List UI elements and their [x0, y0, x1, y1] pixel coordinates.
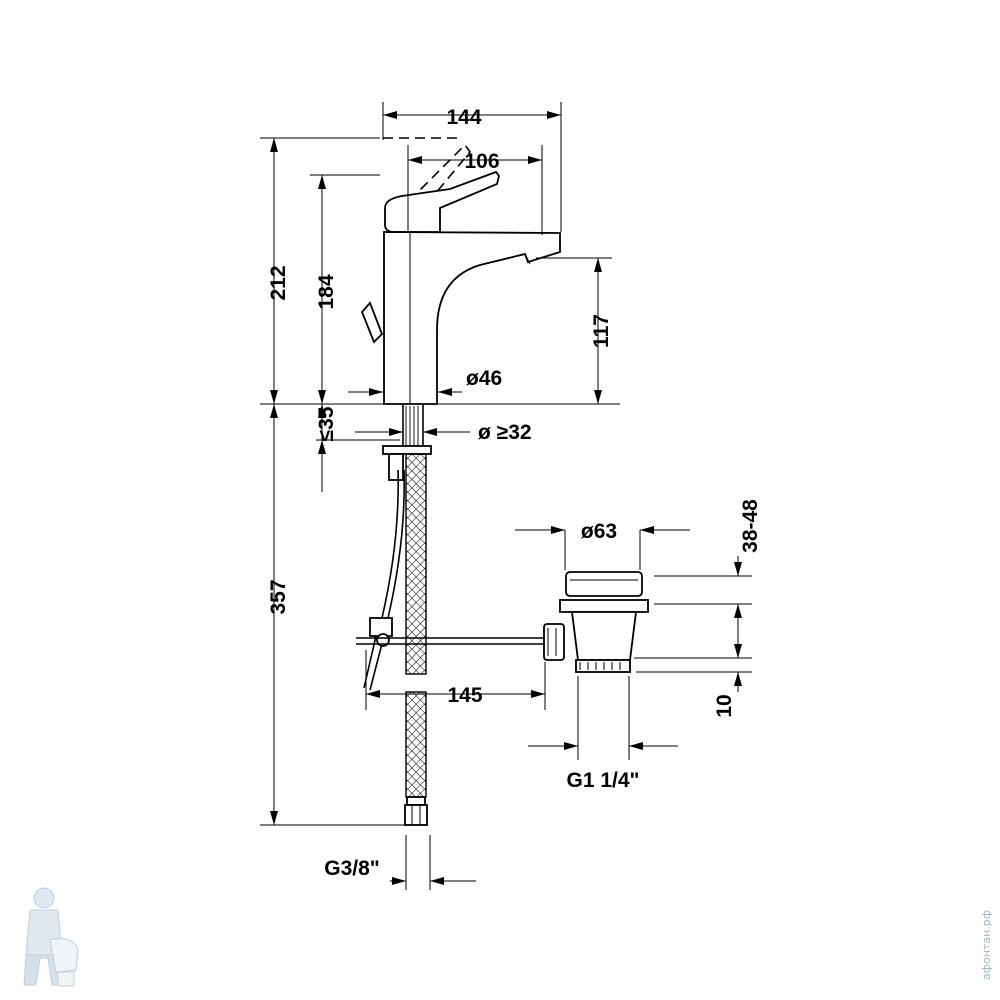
dim-deck-thickness: ≤35	[315, 406, 338, 441]
dim-drain-offset: 145	[447, 684, 482, 707]
dim-basin-thickness: 38-48	[739, 499, 762, 553]
dim-total-height: 212	[267, 265, 290, 300]
lever	[384, 170, 500, 233]
dim-spout-outlet-height: 117	[590, 314, 613, 348]
supply-hose	[404, 453, 428, 826]
faucet-body	[383, 231, 561, 405]
faucet	[356, 137, 561, 826]
dim-drain-thread: G1 1/4"	[567, 769, 640, 792]
dim-spout-reach-lever: 106	[464, 150, 499, 173]
lever-open-position	[383, 137, 472, 213]
popup-rod-knob	[360, 301, 384, 344]
plumber-mascot-icon	[23, 887, 79, 987]
dimension-lines	[260, 102, 752, 890]
dim-thread-height: 10	[713, 694, 736, 717]
popup-pull-rod	[363, 469, 405, 691]
dim-body-diameter: ø46	[466, 367, 502, 390]
dim-supply-thread: G3/8"	[324, 857, 379, 880]
popup-drain	[543, 571, 649, 673]
mounting-stud	[382, 404, 432, 481]
watermark-text: афонтан.рф	[980, 910, 993, 980]
dim-spout-reach-total: 144	[446, 106, 481, 129]
dim-hose-length: 357	[267, 579, 290, 614]
dim-hole-diameter: ø ≥32	[478, 421, 532, 444]
dim-popup-diameter: ø63	[581, 520, 617, 543]
dim-height-to-lever: 184	[315, 274, 338, 309]
